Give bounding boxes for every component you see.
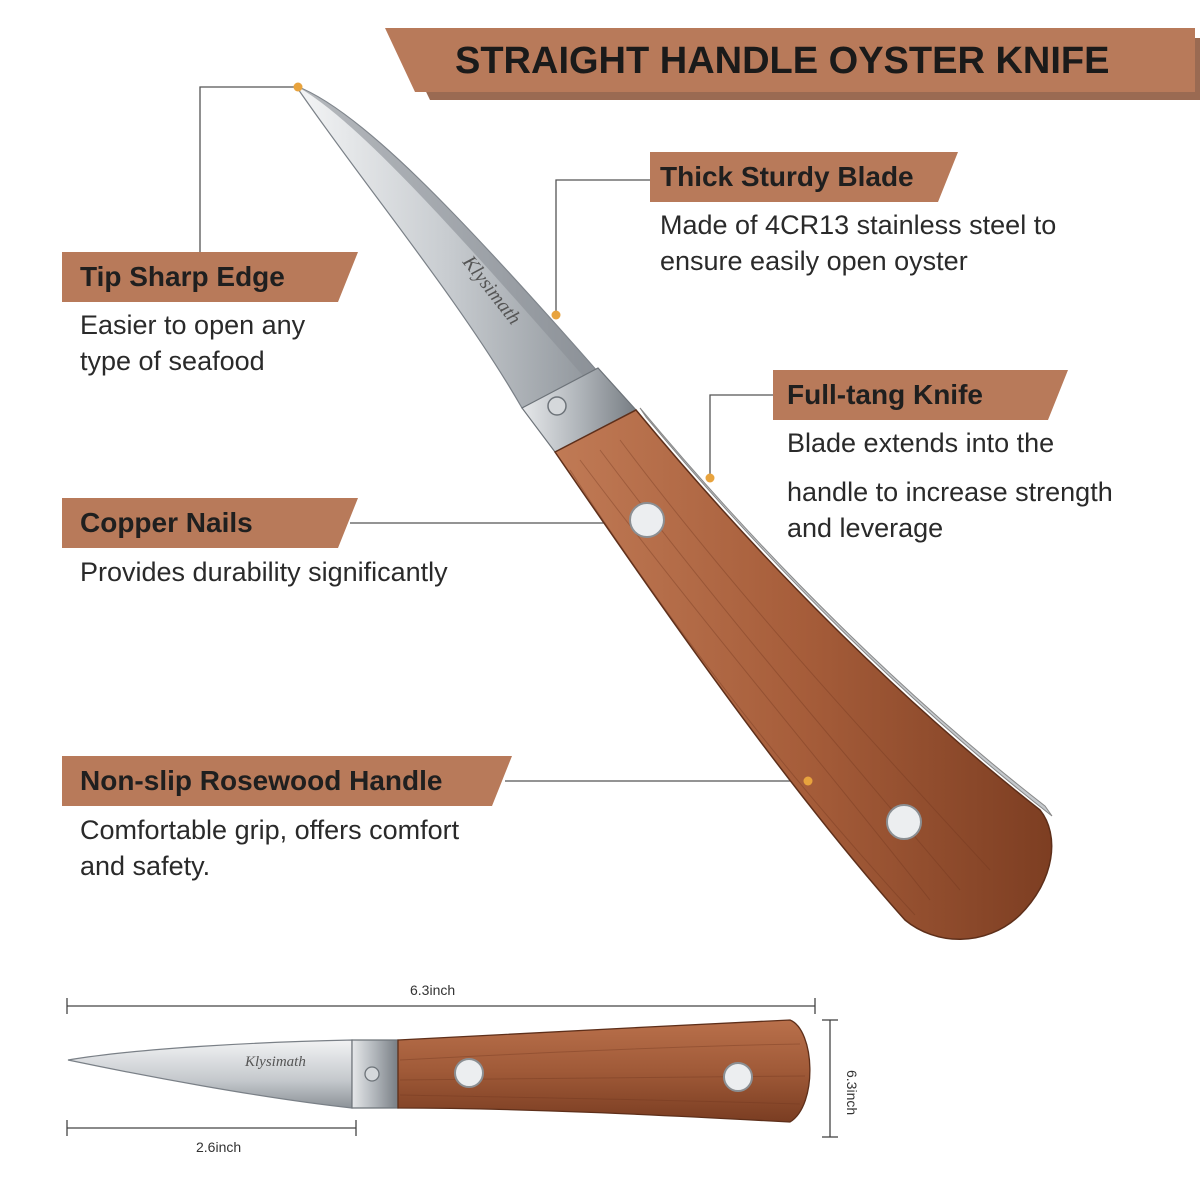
copper-nail-upper xyxy=(629,502,665,538)
callout-line-full-tang xyxy=(709,394,773,478)
knife-large: Klysimath xyxy=(294,84,1053,940)
feature-desc-handle-line-2: and safety. xyxy=(80,851,211,881)
small-blade-brand-mark: Klysimath xyxy=(244,1054,306,1070)
blade-marker-dot xyxy=(551,310,561,320)
callout-line-tip xyxy=(199,86,298,252)
feature-label-tip-sharp-edge: Tip Sharp Edge xyxy=(80,261,285,292)
copper-nail-lower xyxy=(886,804,922,840)
small-copper-nail-2 xyxy=(723,1062,753,1092)
banner-tip-sharp-edge xyxy=(62,252,358,302)
feature-desc-blade-line-1: Made of 4CR13 stainless steel to xyxy=(660,210,1057,240)
small-knife-handle xyxy=(397,1019,811,1123)
tip-marker-dot xyxy=(293,82,303,92)
banner-thick-sturdy-blade xyxy=(650,152,958,202)
feature-desc-handle-line-1: Comfortable grip, offers comfort xyxy=(80,815,460,845)
banner-rosewood-handle xyxy=(62,756,512,806)
feature-label-copper-nails: Copper Nails xyxy=(80,507,253,538)
feature-desc-tang-line-1: Blade extends into the xyxy=(787,428,1055,458)
handle-marker-dot xyxy=(803,776,813,786)
knife-blade xyxy=(294,84,599,409)
feature-desc-blade-line-2: ensure easily open oyster xyxy=(660,246,968,276)
feature-desc-tip-line-2: type of seafood xyxy=(80,346,265,376)
banner-full-tang-knife xyxy=(773,370,1068,420)
feature-desc-tang-line-3: and leverage xyxy=(787,513,944,543)
tang-marker-dot xyxy=(705,473,715,483)
feature-desc-nails-line-1: Provides durability significantly xyxy=(80,557,448,587)
total-length-label: 6.3inch xyxy=(410,982,456,998)
blade-length-label: 2.6inch xyxy=(196,1139,242,1155)
feature-label-thick-sturdy-blade: Thick Sturdy Blade xyxy=(660,161,914,192)
feature-desc-tip-line-1: Easier to open any xyxy=(80,310,306,340)
feature-label-full-tang-knife: Full-tang Knife xyxy=(787,379,983,410)
height-label: 6.3inch xyxy=(844,1070,860,1116)
feature-desc-tang-line-2: handle to increase strength xyxy=(787,477,1113,507)
small-knife-blade xyxy=(67,1039,353,1109)
knife-small: Klysimath xyxy=(67,1019,811,1123)
page-title: STRAIGHT HANDLE OYSTER KNIFE xyxy=(455,40,1110,82)
small-copper-nail-1 xyxy=(454,1058,484,1088)
knife-handle xyxy=(553,409,1053,940)
banner-copper-nails xyxy=(62,498,358,548)
callout-line-blade xyxy=(555,179,650,315)
title-banner xyxy=(385,28,1200,100)
feature-label-rosewood-handle: Non-slip Rosewood Handle xyxy=(80,765,443,796)
